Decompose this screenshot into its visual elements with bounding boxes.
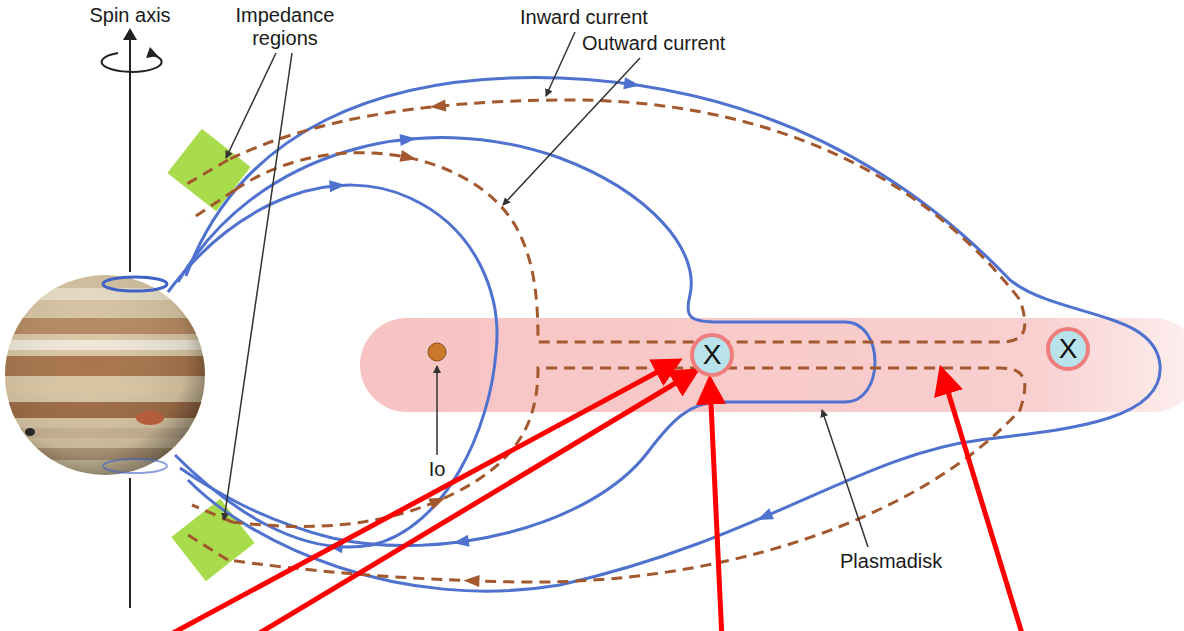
text-label: Spin axis (89, 4, 170, 27)
text-label: Outward current (582, 32, 725, 55)
field-line (168, 78, 1160, 592)
text-label: Impedance regions (220, 4, 350, 50)
arrowhead (452, 535, 469, 549)
arrowhead (329, 179, 346, 192)
text-label: Plasmadisk (840, 550, 942, 573)
marker-letter: X (703, 340, 722, 370)
plasma-disk (360, 318, 1184, 412)
red-pointer-arrow (160, 362, 1024, 631)
text-label: Io (429, 458, 446, 481)
current-line (185, 100, 1025, 582)
leader-line (224, 32, 868, 547)
text-label: Inward current (520, 6, 648, 29)
arrowhead (400, 133, 417, 146)
arrowhead (755, 508, 774, 525)
x-marker: X (1046, 327, 1090, 371)
arrowhead (400, 150, 418, 165)
arrowhead (429, 99, 446, 113)
arrowhead (463, 574, 479, 587)
x-marker: X (690, 333, 734, 377)
io-moon (428, 343, 446, 361)
arrowhead (623, 77, 641, 91)
marker-letter: X (1059, 334, 1078, 364)
arrowheads (326, 77, 774, 587)
jupiter-planet (0, 275, 210, 475)
